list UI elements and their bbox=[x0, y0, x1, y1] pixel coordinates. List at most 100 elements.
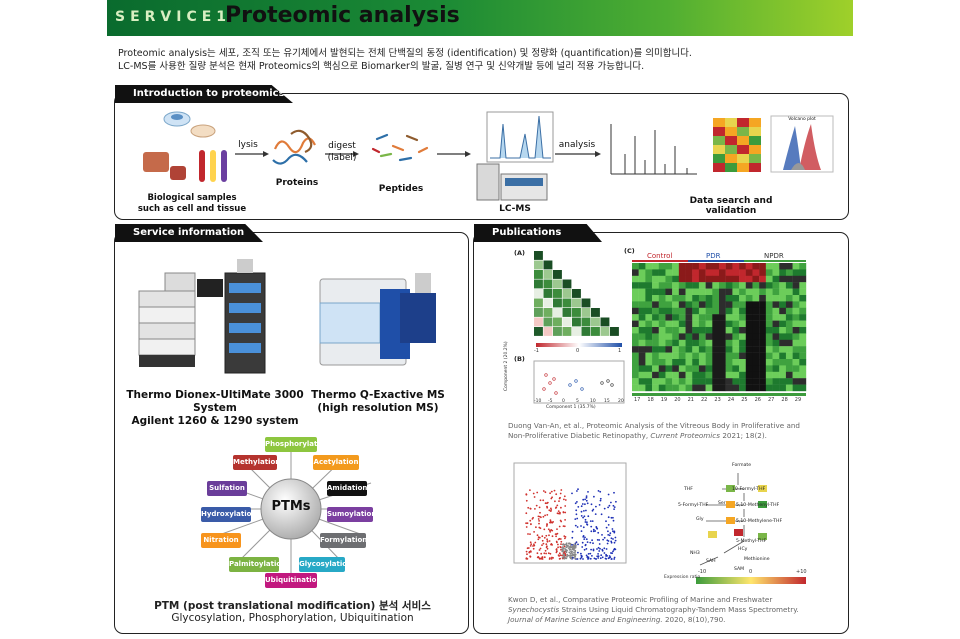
heatmap-cell bbox=[678, 307, 686, 315]
heatmap-cell bbox=[692, 263, 700, 270]
heatmap-cell bbox=[732, 307, 740, 315]
heatmap-cell bbox=[772, 371, 780, 379]
volcano-point bbox=[541, 544, 543, 546]
heatmap-cell bbox=[719, 301, 726, 308]
pathway-node: 10-Formyl-THF bbox=[732, 487, 766, 492]
heatmap-cell bbox=[698, 378, 706, 385]
heatmap-cell bbox=[698, 339, 706, 347]
volcano-point bbox=[555, 548, 558, 550]
heatmap-cell bbox=[759, 365, 767, 372]
volcano-point bbox=[584, 536, 586, 539]
heatmap-cell bbox=[678, 378, 686, 385]
heatmap-cell bbox=[638, 314, 646, 321]
corr-cell bbox=[562, 308, 572, 317]
pathway-node: SAM bbox=[734, 567, 745, 572]
volcano-point bbox=[608, 534, 611, 537]
volcano-point bbox=[538, 515, 541, 518]
pca-point bbox=[600, 381, 604, 385]
heatmap-cell bbox=[638, 320, 646, 328]
volcano-point bbox=[607, 530, 609, 533]
volcano-point bbox=[533, 496, 536, 498]
heatmap-cell bbox=[712, 301, 720, 308]
heatmap-cell bbox=[632, 263, 639, 270]
heatmap-cell bbox=[678, 282, 686, 289]
heatmap-cell bbox=[792, 339, 800, 347]
volcano-point bbox=[571, 550, 573, 553]
volcano-point bbox=[542, 542, 545, 545]
volcano-point bbox=[539, 547, 542, 550]
volcano-point bbox=[581, 541, 584, 544]
heatmap-cell bbox=[739, 288, 746, 296]
volcano-point bbox=[614, 536, 617, 539]
heatmap-cell bbox=[772, 320, 780, 328]
volcano-point bbox=[550, 521, 553, 524]
volcano-point bbox=[543, 556, 546, 559]
heatmap-cell bbox=[685, 384, 693, 392]
volcano-point bbox=[583, 515, 586, 518]
heatmap-cell bbox=[785, 320, 793, 328]
pca-point bbox=[542, 387, 546, 391]
heatmap-cell bbox=[765, 320, 773, 328]
heatmap-cell bbox=[665, 275, 673, 283]
heatmap-cell bbox=[765, 301, 773, 308]
pathway-node: Methionine bbox=[744, 557, 770, 562]
heatmap-cell bbox=[745, 288, 753, 296]
volcano-point bbox=[597, 553, 599, 555]
heatmap-cell bbox=[792, 333, 800, 340]
heatmap-cell bbox=[745, 365, 753, 372]
heatmap-cell bbox=[705, 371, 713, 379]
heatmap-cell bbox=[638, 352, 646, 360]
volcano-point bbox=[615, 500, 617, 503]
heatmap-cell bbox=[745, 295, 753, 302]
heatmap-cell bbox=[705, 384, 713, 392]
heatmap-cell bbox=[719, 359, 726, 366]
heatmap-cell bbox=[712, 288, 720, 296]
heatmap-cell bbox=[725, 365, 733, 372]
volcano-point bbox=[550, 558, 553, 560]
heatmap-cell bbox=[719, 339, 726, 347]
volcano-point bbox=[529, 533, 531, 535]
corr-cell bbox=[553, 317, 562, 327]
volcano-point bbox=[525, 512, 528, 515]
heatmap-cell bbox=[792, 359, 800, 366]
heatmap-cell bbox=[672, 282, 680, 289]
volcano-point bbox=[563, 525, 566, 528]
heatmap-cell bbox=[645, 320, 653, 328]
heatmap-cell bbox=[645, 371, 653, 379]
heatmap-cell bbox=[772, 269, 780, 276]
corr-cell bbox=[534, 251, 543, 260]
heatmap-cell bbox=[785, 359, 793, 366]
heatmap-cell bbox=[705, 301, 713, 308]
heatmap-cell bbox=[678, 301, 686, 308]
volcano-point bbox=[564, 557, 567, 560]
heatmap-cell bbox=[785, 365, 793, 372]
heatmap-cell bbox=[745, 359, 753, 366]
heatmap-cell bbox=[739, 346, 746, 353]
heatmap-cell bbox=[745, 327, 753, 334]
volcano-point bbox=[546, 538, 548, 541]
heatmap-cell bbox=[799, 378, 807, 385]
heatmap-cell bbox=[692, 365, 700, 372]
heatmap-cell bbox=[712, 275, 720, 283]
volcano-point bbox=[571, 553, 574, 555]
pathway-node: 5-Methyl-THF bbox=[736, 539, 767, 544]
heatmap-group-npdr: NPDR bbox=[764, 252, 784, 260]
volcano-point bbox=[594, 530, 597, 532]
heatmap-cell bbox=[772, 384, 780, 392]
heatmap-cell bbox=[772, 275, 780, 283]
heatmap-cell bbox=[705, 359, 713, 366]
ptm-subtitle: Glycosylation, Phosphorylation, Ubiquiti… bbox=[171, 612, 414, 624]
corr-cell bbox=[534, 289, 543, 298]
volcano-point bbox=[542, 515, 545, 518]
corr-cell bbox=[543, 327, 553, 336]
heatmap-cell bbox=[672, 314, 680, 321]
heatmap-cell bbox=[698, 295, 706, 302]
ptm-label-phosphorylation: Phosphorylation bbox=[265, 437, 330, 452]
service-tab: Service information bbox=[115, 224, 263, 242]
heatmap-cell bbox=[638, 301, 646, 308]
volcano-point bbox=[612, 519, 615, 522]
heatmap-cell bbox=[739, 371, 746, 379]
heatmap-cell bbox=[658, 269, 666, 276]
volcano-point bbox=[601, 534, 603, 536]
heatmap-cell bbox=[658, 346, 666, 353]
